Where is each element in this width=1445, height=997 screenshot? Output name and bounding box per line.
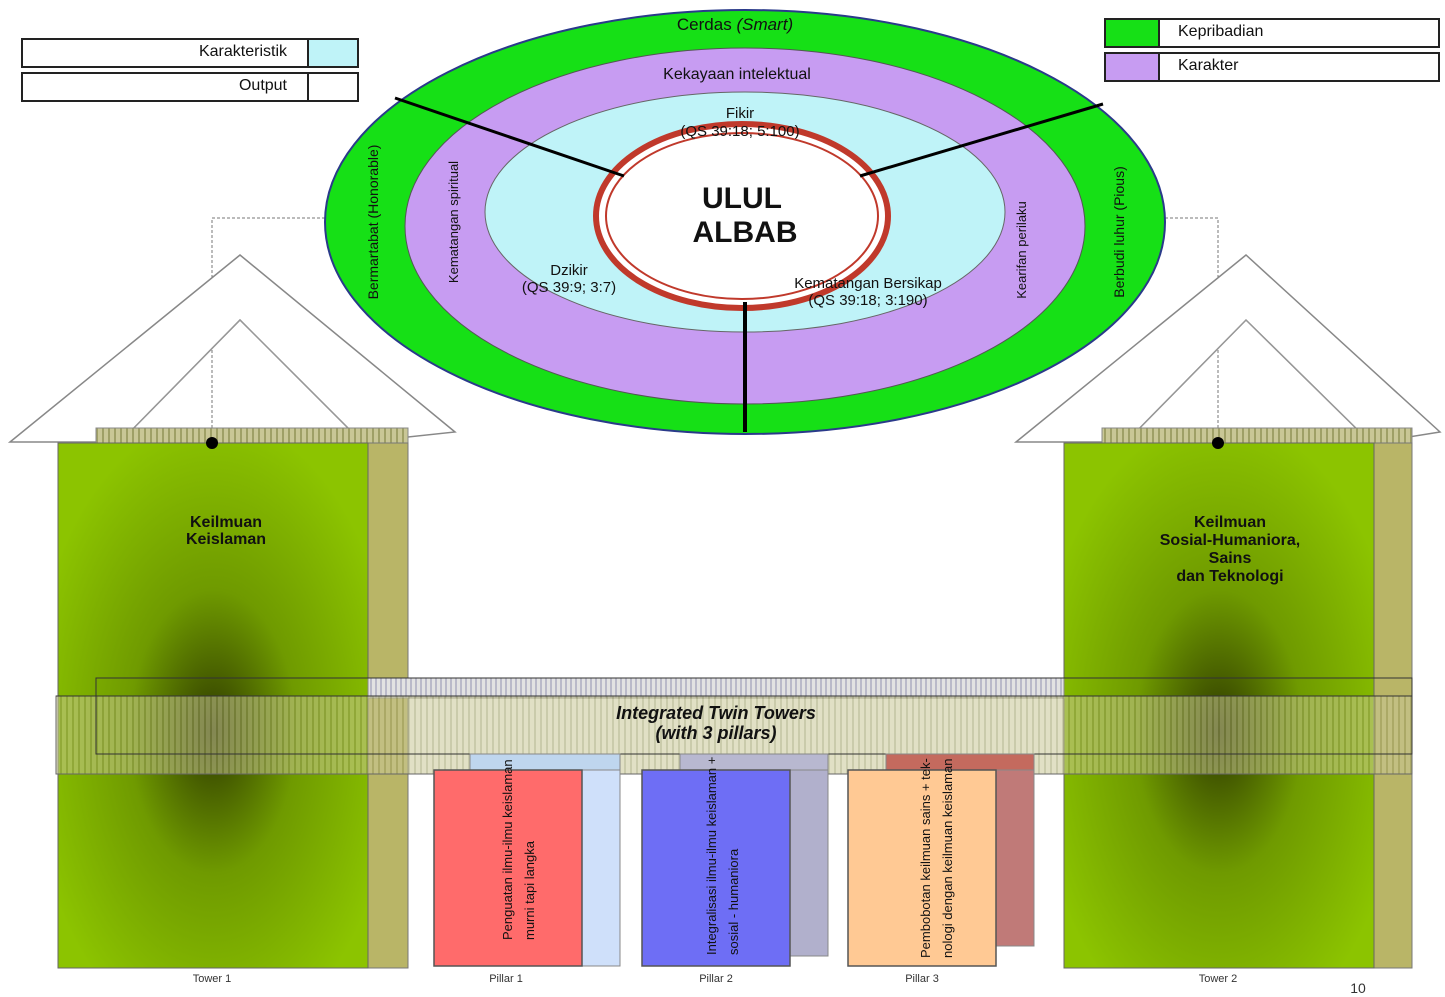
outer-left-label: Bermartabat (Honorable) [365, 145, 381, 300]
spoke-left [394, 96, 625, 178]
caption-tower2: Tower 2 [1199, 973, 1238, 985]
outer-right-label: Berbudi luhur (Pious) [1111, 166, 1127, 298]
pillar3-back [995, 769, 1035, 947]
caption-pillar1: Pillar 1 [489, 973, 523, 985]
pillar2-label-line2: sosial - humaniora [726, 848, 741, 955]
tower2-label-line2: Sosial-Humaniora, [1160, 532, 1300, 549]
pillar3-label-line1: Pembobotan keilmuan sains + tek- [918, 758, 933, 958]
core-title-line2: ALBAB [693, 216, 798, 249]
caption-tower1: Tower 1 [193, 973, 232, 985]
tower2-label-line4: dan Teknologi [1176, 568, 1283, 585]
bridge-label-line1: Integrated Twin Towers [616, 703, 816, 723]
outer-top-label: Cerdas (Smart) [677, 15, 793, 34]
legend-karakter-swatch [1104, 54, 1160, 80]
core-title-line1: ULUL [702, 182, 782, 215]
pillar2-front [641, 769, 791, 967]
pillar1-label-line2: murni tapi langka [522, 840, 537, 940]
tower2-dot [1212, 437, 1224, 449]
legend-karakteristik-label: Karakteristik [198, 43, 287, 60]
legend-kepribadian-swatch [1104, 20, 1160, 46]
legend-output: Output [21, 72, 359, 102]
middle-top-label: Kekayaan intelektual [663, 66, 811, 83]
legend-karakter-label: Karakter [1178, 57, 1239, 74]
guide-line-right [1160, 217, 1219, 443]
pillar1-back [579, 769, 621, 967]
tower1-dot [206, 437, 218, 449]
pillar3-top [885, 753, 1035, 771]
inner-right-label: Kematangan Bersikap [794, 275, 942, 292]
middle-right-label: Kearifan perilaku [1014, 201, 1029, 299]
legend-output-swatch [307, 74, 357, 100]
inner-right-ref: (QS 39:18; 3:190) [808, 292, 927, 309]
pillar1-front [433, 769, 583, 967]
legend-kepribadian-label: Kepribadian [1178, 23, 1264, 40]
pillar2-top [679, 753, 829, 771]
caption-pillar3: Pillar 3 [905, 973, 939, 985]
guide-line-left [211, 217, 335, 443]
inner-top-ref: (QS 39:18; 5:100) [680, 123, 799, 140]
bridge-label-line2: (with 3 pillars) [655, 723, 776, 743]
tower1-label-line2: Keislaman [186, 531, 266, 548]
pillar3-front [847, 769, 997, 967]
pillar1-top [469, 753, 621, 771]
tower2-label-line1: Keilmuan [1194, 514, 1266, 531]
pillar1-label-line1: Penguatan ilmu-ilmu keislaman [500, 759, 515, 940]
pillar3-label-line2: nologi dengan keilmuan keislaman [940, 759, 955, 958]
pillar2-back [789, 769, 829, 957]
core-circle-inner [605, 132, 879, 300]
tower2-label-line3: Sains [1209, 550, 1252, 567]
legend-karakteristik: Karakteristik [21, 38, 359, 68]
page-number: 10 [1350, 980, 1366, 996]
inner-left-label: Dzikir [550, 262, 588, 279]
inner-top-label: Fikir [726, 105, 754, 122]
inner-left-ref: (QS 39:9; 3:7) [522, 279, 616, 296]
spoke-right [859, 102, 1104, 178]
tower1-label-line1: Keilmuan [190, 514, 262, 531]
middle-left-label: Kematangan spiritual [446, 161, 461, 283]
pillar2-label-line1: Integralisasi ilmu-ilmu keislaman + [704, 757, 719, 955]
bridge-top [367, 677, 1065, 699]
caption-pillar2: Pillar 2 [699, 973, 733, 985]
core-circle [593, 121, 891, 311]
legend-output-label: Output [238, 77, 287, 94]
legend-kepribadian: Kepribadian [1104, 18, 1440, 48]
legend-karakteristik-swatch [307, 40, 357, 66]
legend-karakter: Karakter [1104, 52, 1440, 82]
